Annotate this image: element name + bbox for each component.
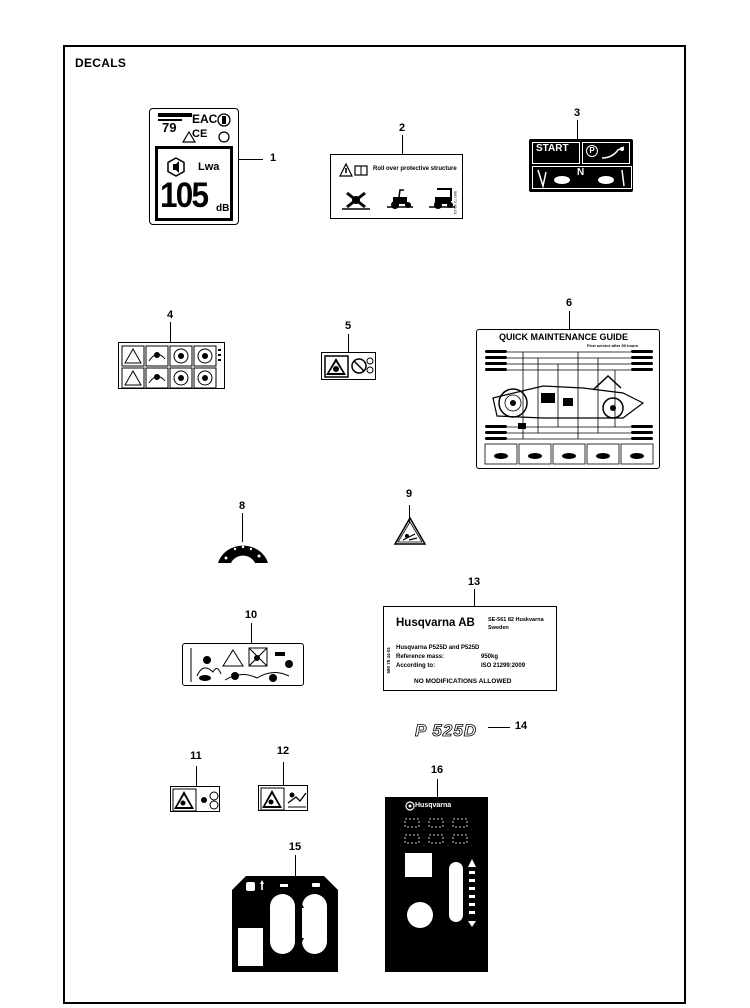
decal-3-n: N: [577, 167, 585, 178]
decal-1-unit: dB: [216, 203, 230, 214]
leader-11: [196, 766, 197, 786]
callout-11: 11: [190, 750, 202, 762]
decal-4-safety-pictograms: [118, 342, 225, 389]
decal-14-model-badge: P 525D: [415, 721, 477, 741]
callout-15: 15: [288, 841, 302, 853]
callout-16: 16: [430, 764, 444, 776]
decal-3-start: START: [536, 143, 569, 154]
callout-5: 5: [344, 320, 352, 332]
leader-2: [402, 135, 403, 154]
decal-2-text: Roll over protective structure: [373, 166, 457, 172]
leader-10: [251, 623, 252, 643]
leader-15: [295, 855, 296, 876]
decal-2-warning-icon: [339, 162, 368, 177]
decal-8-throttle-arc: [218, 545, 268, 563]
decal-13-address-1: SE-561 82 Huskvarna: [488, 617, 544, 623]
leader-16: [437, 779, 438, 797]
callout-13: 13: [467, 576, 481, 588]
decal-13-side-code: 580 78 44-01: [386, 647, 391, 674]
callout-2: 2: [398, 122, 406, 134]
decal-1-lwa: Lwa: [198, 161, 220, 173]
leader-4: [170, 322, 171, 342]
decal-1-level: 105: [160, 176, 209, 215]
decal-15-pedal-panel: [232, 876, 338, 972]
decal-16-display-window: [405, 853, 432, 877]
callout-9: 9: [405, 488, 413, 500]
decal-6-maintenance-guide: QUICK MAINTENANCE GUIDE First service af…: [476, 329, 660, 469]
decal-1-triangle-icon: [181, 130, 197, 143]
decal-2-cab-icon: [429, 188, 455, 209]
decal-2-rollover-icon: [342, 191, 370, 210]
decal-16-control-panel: Husqvarna: [385, 797, 488, 972]
decal-1-speaker-icon: [167, 157, 185, 177]
decal-5-warning: [321, 352, 376, 380]
leader-1: [239, 159, 263, 160]
leader-13: [474, 589, 475, 606]
decal-6-sub: First service after 50 hours: [587, 343, 639, 348]
decal-3-p: P: [586, 145, 598, 157]
decal-2-rops: Roll over protective structure 580 72 85…: [330, 154, 463, 219]
leader-14: [488, 727, 510, 728]
callout-3: 3: [573, 107, 581, 119]
decal-11-warning: [170, 786, 220, 812]
page-title: DECALS: [75, 56, 127, 70]
decal-13-models: Husqvarna P525D and P525D: [396, 645, 480, 651]
decal-6-machine-diagram: [484, 350, 654, 465]
callout-12: 12: [276, 745, 290, 757]
decal-13-nameplate: Husqvarna AB SE-561 82 Huskvarna Sweden …: [383, 606, 557, 691]
decal-13-address-2: Sweden: [488, 625, 509, 631]
decal-13-std-value: ISO 21299:2009: [481, 663, 526, 669]
callout-10: 10: [244, 609, 258, 621]
callout-4: 4: [166, 309, 174, 321]
callout-8: 8: [238, 500, 246, 512]
decal-12-warning: [258, 785, 308, 811]
decal-16-throttle-slot: [449, 862, 463, 922]
decal-9-warning-triangle: [393, 516, 427, 545]
decal-1-ce: CE: [192, 128, 208, 140]
decal-14-model: P 525D: [415, 721, 477, 740]
decal-1-cert: EAC: [192, 112, 218, 126]
leader-5: [348, 334, 349, 352]
decal-10-safety-label: [182, 643, 304, 686]
decal-3-start-panel: START P N: [529, 139, 633, 192]
leader-8: [242, 513, 243, 542]
decal-16-throttle-scale: [468, 859, 476, 927]
decal-2-tractor-icon: [387, 189, 413, 209]
decal-13-std-label: According to:: [396, 663, 435, 669]
decal-13-footer: NO MODIFICATIONS ALLOWED: [414, 678, 512, 685]
callout-1: 1: [269, 152, 277, 164]
leader-9: [409, 505, 410, 523]
callout-6: 6: [565, 297, 573, 309]
decal-16-key-slot: [407, 902, 433, 928]
decal-13-mass-value: 950kg: [481, 654, 499, 660]
decal-13-mass-label: Reference mass:: [396, 654, 445, 660]
leader-3: [577, 120, 578, 139]
decal-6-heading: QUICK MAINTENANCE GUIDE: [499, 332, 629, 342]
callout-14: 14: [514, 720, 528, 732]
decal-1-cert-icons: [217, 113, 231, 143]
leader-12: [283, 762, 284, 785]
diagram-frame: [63, 45, 686, 1004]
decal-13-brand: Husqvarna AB: [396, 617, 475, 629]
decal-1-mark: 79: [162, 120, 177, 135]
decal-16-husqvarna-logo: [405, 801, 415, 811]
leader-6: [569, 311, 570, 329]
decal-1-noise-label: 79 EAC CE Lwa 105 dB: [149, 108, 239, 225]
decal-16-brand: Husqvarna: [415, 802, 452, 809]
